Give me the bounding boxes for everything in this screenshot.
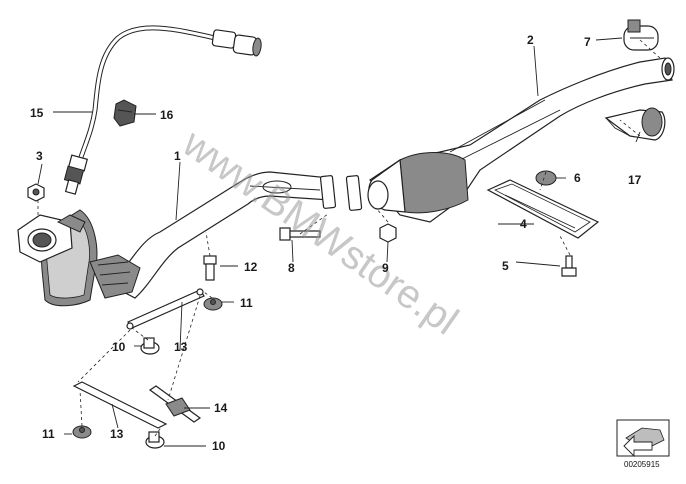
callout-13-upper: 13 [174, 340, 188, 354]
catalog-number: 00205915 [624, 460, 660, 469]
catalog-box: 00205915 [616, 419, 670, 469]
callout-10-upper: 10 [112, 340, 126, 354]
leader-lines [37, 37, 641, 447]
nut-11-upper [203, 297, 223, 311]
callout-4: 4 [520, 217, 527, 231]
bolt-10-lower [145, 431, 165, 449]
callout-11-lower: 11 [42, 427, 55, 441]
sensor-connector [211, 29, 262, 57]
callout-2: 2 [527, 33, 534, 47]
bolt-10-upper [140, 337, 160, 355]
support-strut-lower [72, 381, 168, 429]
callout-12: 12 [244, 260, 258, 274]
assembly-lines [37, 39, 661, 437]
nut-9 [379, 223, 397, 243]
callout-1: 1 [174, 149, 181, 163]
callout-15: 15 [30, 106, 44, 120]
direction-arrow-icon [623, 427, 665, 458]
callout-labels: 1 2 3 4 5 6 7 8 9 10 10 11 11 12 13 13 1… [30, 33, 642, 453]
support-strut-upper [126, 288, 205, 330]
callout-14: 14 [214, 401, 228, 415]
callout-6: 6 [574, 171, 581, 185]
sensor-probe [63, 154, 89, 195]
front-pipe-catalyst [17, 171, 331, 307]
heat-shield [486, 179, 600, 239]
rear-mount-bracket [604, 107, 666, 141]
pipe-clamp [623, 19, 659, 51]
nut-11-lower [72, 425, 92, 439]
callout-7: 7 [584, 35, 591, 49]
rear-pipe-catalyst [367, 57, 675, 223]
callout-10-lower: 10 [212, 439, 226, 453]
bolt-8 [279, 227, 321, 241]
callout-5: 5 [502, 259, 509, 273]
bracket-14 [148, 385, 202, 423]
callout-17: 17 [628, 173, 642, 187]
bolt-5 [561, 255, 577, 277]
oxygen-sensor-cable [63, 25, 262, 195]
sensor-holder [113, 99, 137, 127]
callout-16: 16 [160, 108, 174, 122]
callout-3: 3 [36, 149, 43, 163]
flange-gaskets [319, 175, 363, 211]
callout-13-lower: 13 [110, 427, 124, 441]
nut-3 [27, 183, 45, 202]
bolt-12 [203, 255, 217, 281]
callout-11-upper: 11 [240, 296, 253, 310]
callout-9: 9 [382, 261, 389, 275]
callout-8: 8 [288, 261, 295, 275]
